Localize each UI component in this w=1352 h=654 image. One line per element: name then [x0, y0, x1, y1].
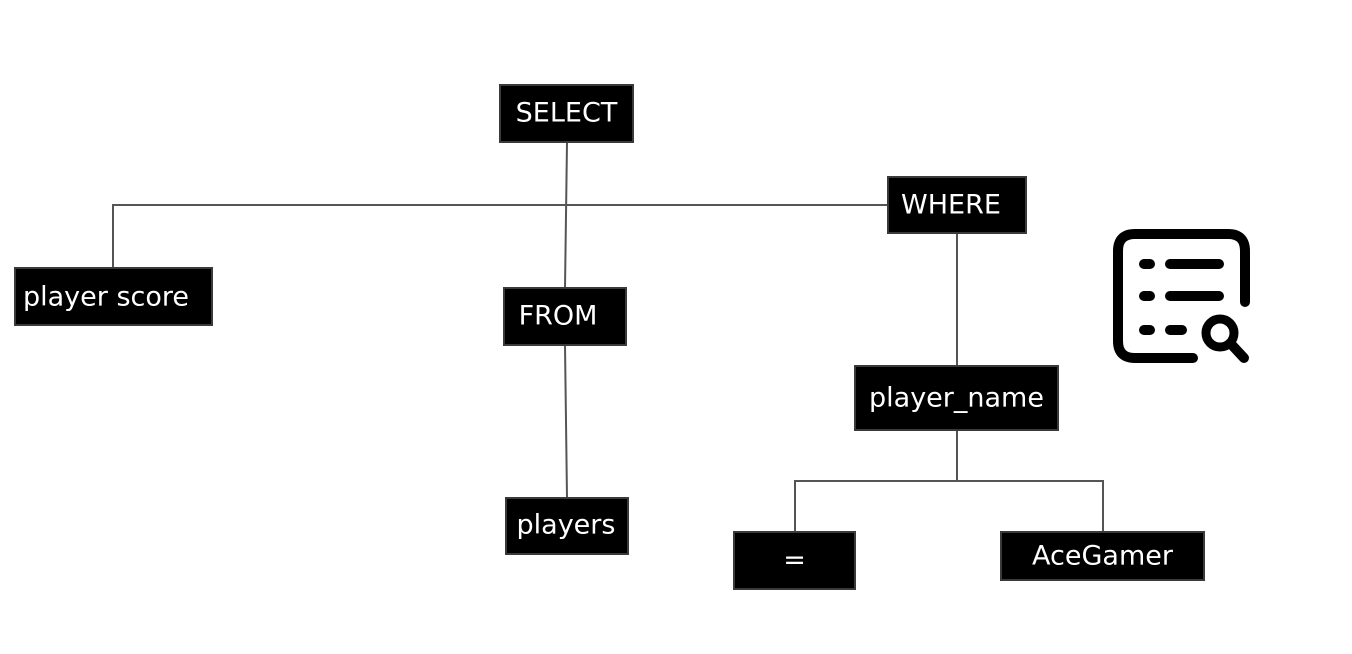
node-acegamer: AceGamer: [1000, 531, 1205, 581]
node-equals-label: =: [783, 545, 806, 576]
node-select-label: SELECT: [516, 98, 618, 129]
node-select: SELECT: [499, 84, 634, 143]
node-player-score: player score: [14, 267, 213, 326]
node-players-label: players: [517, 510, 616, 541]
node-where-label: WHERE: [901, 190, 1001, 221]
node-from: FROM: [503, 287, 627, 346]
node-where: WHERE: [887, 176, 1027, 234]
list-search-icon: [1113, 229, 1250, 363]
node-player-score-label: player score: [23, 282, 189, 313]
tree-edges: [112, 141, 1104, 532]
node-players: players: [505, 497, 629, 555]
edge-player-name-equals: [794, 480, 957, 532]
edge-select-player-score: [112, 204, 567, 268]
edge-from-players: [564, 344, 568, 499]
edge-select-from: [564, 141, 568, 289]
node-player-name: player_name: [854, 365, 1059, 431]
node-equals: =: [733, 531, 856, 590]
edge-player-name-acegamer: [957, 480, 1104, 532]
node-acegamer-label: AceGamer: [1032, 541, 1174, 572]
node-from-label: FROM: [519, 301, 598, 332]
node-player-name-label: player_name: [869, 383, 1044, 414]
